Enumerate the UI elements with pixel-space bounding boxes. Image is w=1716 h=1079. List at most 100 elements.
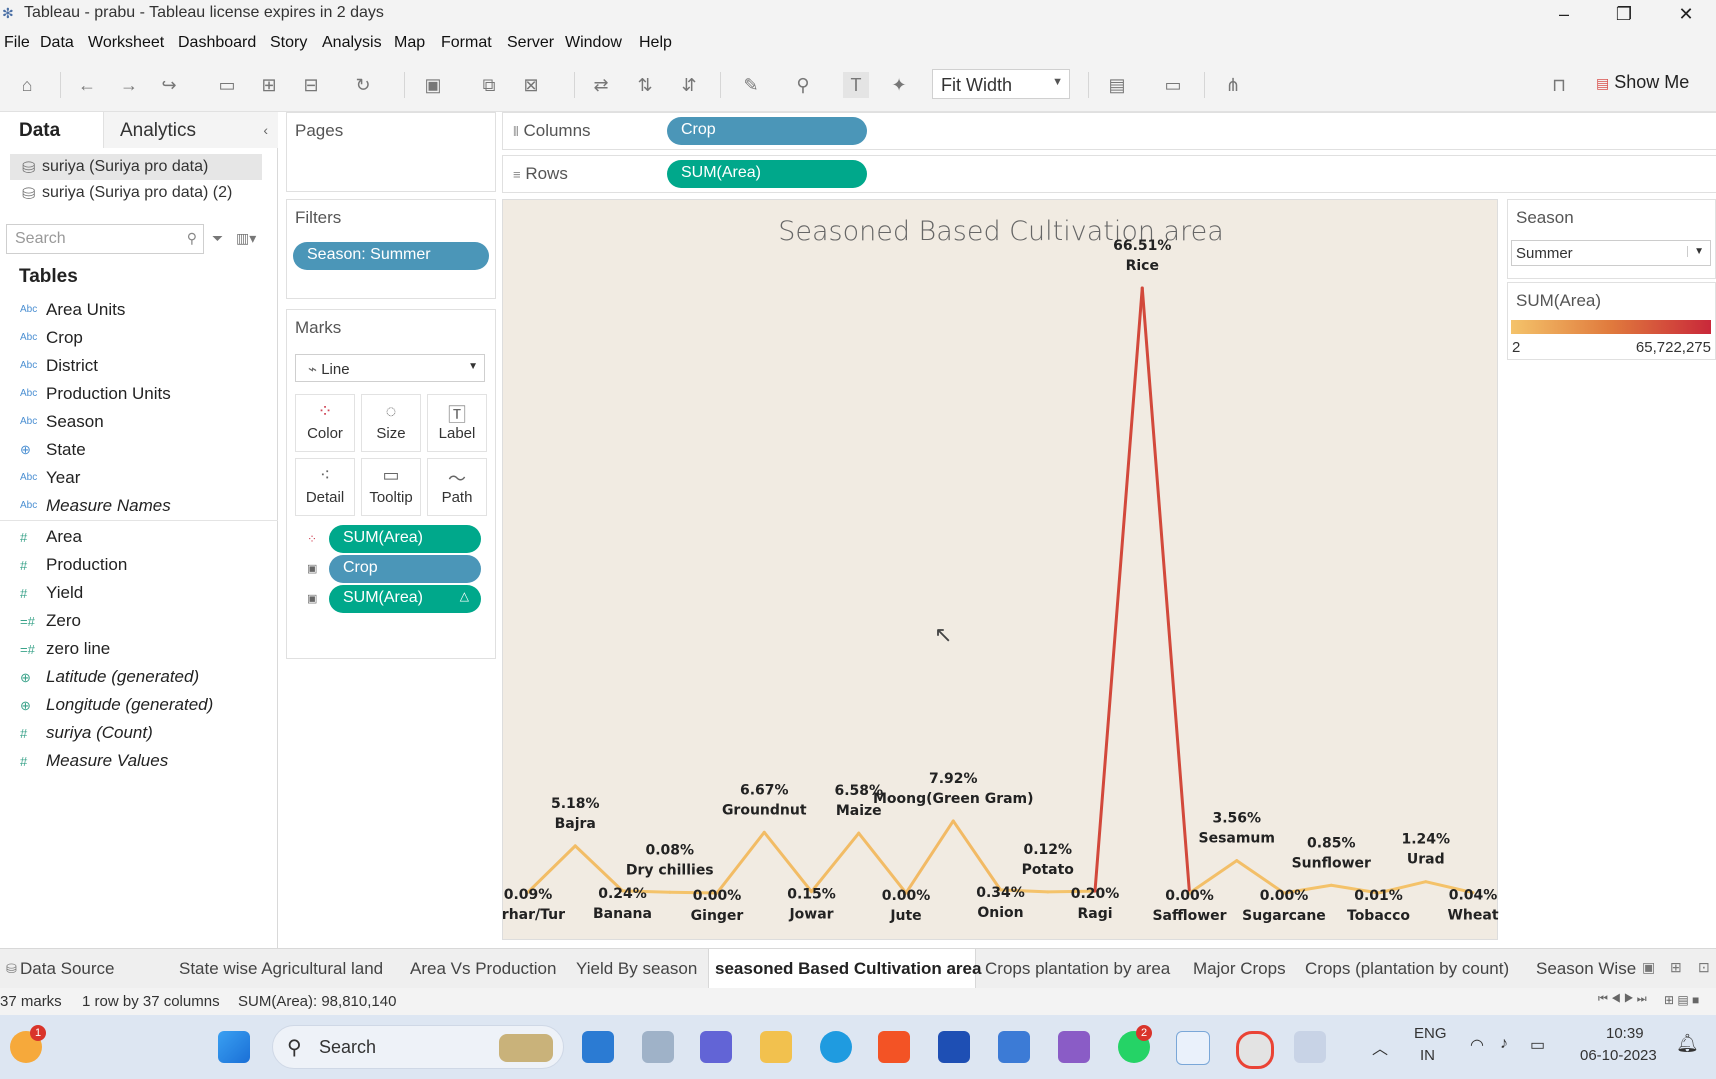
series-line-segment[interactable]: [810, 831, 861, 894]
field-zero-line[interactable]: zero line: [46, 639, 111, 658]
chevron-up-icon[interactable]: ︿: [1372, 1041, 1389, 1058]
new-dashboard-icon[interactable]: ⊞: [1670, 959, 1682, 975]
pages-card[interactable]: Pages: [286, 112, 496, 192]
home-icon[interactable]: ⌂: [21, 75, 33, 95]
refresh-icon[interactable]: ↻: [355, 75, 371, 95]
redo-icon[interactable]: →: [120, 75, 138, 95]
teams-icon[interactable]: [700, 1031, 732, 1063]
search-input[interactable]: Search ⚲: [6, 224, 204, 254]
wifi-icon[interactable]: ◠: [1470, 1037, 1484, 1054]
mark-pill-label-sum-area[interactable]: SUM(Area) △: [329, 585, 481, 613]
series-line-segment[interactable]: [1377, 880, 1428, 895]
save-icon[interactable]: ▭: [218, 75, 236, 95]
chrome-icon[interactable]: [1236, 1031, 1274, 1069]
menu-help[interactable]: Help: [639, 34, 672, 51]
field-crop[interactable]: Crop: [46, 328, 83, 347]
lang-in[interactable]: IN: [1420, 1047, 1435, 1064]
chart-pane[interactable]: Seasoned Based Cultivation area 0.09%Arh…: [502, 199, 1499, 940]
series-line-segment[interactable]: [1235, 859, 1286, 895]
field-latitude[interactable]: Latitude (generated): [46, 667, 200, 686]
season-dropdown[interactable]: Summer ▼: [1511, 240, 1711, 266]
snipping-tool-icon[interactable]: [1294, 1031, 1326, 1063]
clock-time[interactable]: 10:39: [1606, 1025, 1644, 1042]
field-production-units[interactable]: Production Units: [46, 384, 171, 403]
windows-start-icon[interactable]: [218, 1031, 250, 1063]
store-icon[interactable]: [878, 1031, 910, 1063]
tooltip-button[interactable]: ▭Tooltip: [361, 458, 421, 516]
tab-data[interactable]: Data: [0, 112, 103, 148]
group-icon[interactable]: ⚲: [796, 75, 810, 95]
new-story-icon[interactable]: ⊡: [1698, 959, 1710, 975]
menu-dashboard[interactable]: Dashboard: [178, 34, 257, 51]
tab-season-wise[interactable]: Season Wise: [1536, 959, 1637, 978]
field-district[interactable]: District: [46, 356, 98, 375]
series-line-segment[interactable]: [951, 819, 1002, 892]
color-button[interactable]: ⁘Color: [295, 394, 355, 452]
mark-type-dropdown[interactable]: ⌁ Line ▼: [295, 354, 485, 382]
series-line-segment[interactable]: [999, 888, 1050, 894]
columns-shelf[interactable]: ⦀ Columns Crop: [502, 112, 1716, 150]
swap-icon[interactable]: ⇄: [593, 75, 609, 95]
series-line-segment[interactable]: [1046, 889, 1097, 894]
series-line-segment[interactable]: [1282, 883, 1333, 895]
field-production[interactable]: Production: [46, 555, 128, 574]
mark-pill-color-sum-area[interactable]: SUM(Area): [329, 525, 481, 553]
field-measure-names[interactable]: Measure Names: [46, 496, 171, 515]
show-labels-icon[interactable]: T: [843, 72, 869, 98]
filter-icon[interactable]: ⏷: [212, 230, 224, 246]
datasource-item[interactable]: ⛁ suriya (Suriya pro data) (2): [10, 180, 262, 206]
series-line-segment[interactable]: [668, 890, 719, 895]
series-line-segment[interactable]: [1140, 286, 1191, 895]
menu-format[interactable]: Format: [441, 34, 492, 51]
menu-data[interactable]: Data: [40, 34, 74, 51]
rows-shelf[interactable]: ≡ Rows SUM(Area): [502, 155, 1716, 193]
clipchamp-icon[interactable]: [1058, 1031, 1090, 1063]
copilot-icon[interactable]: [582, 1031, 614, 1063]
sort-descending-icon[interactable]: ⇵: [681, 75, 697, 95]
tab-seasoned-based[interactable]: seasoned Based Cultivation area: [715, 959, 982, 978]
tab-crops-plantation-area[interactable]: Crops plantation by area: [985, 959, 1171, 978]
task-view-icon[interactable]: [642, 1031, 674, 1063]
app-icon[interactable]: [938, 1031, 970, 1063]
field-zero[interactable]: Zero: [46, 611, 81, 630]
duplicate-icon[interactable]: ⧉: [482, 75, 496, 95]
show-me-button[interactable]: ▤ Show Me: [1596, 72, 1689, 93]
active-tab[interactable]: [708, 949, 976, 989]
replay-icon[interactable]: ↪: [161, 75, 177, 95]
series-line-segment[interactable]: [1329, 883, 1380, 895]
tab-data-source[interactable]: Data Source: [20, 959, 115, 978]
filters-card[interactable]: Filters Season: Summer: [286, 199, 496, 299]
tab-crops-plantation-count[interactable]: Crops (plantation by count): [1305, 959, 1510, 978]
menu-analysis[interactable]: Analysis: [322, 34, 382, 51]
tableau-taskbar-icon[interactable]: [1176, 1031, 1210, 1065]
show-cards-icon[interactable]: ▤: [1108, 75, 1126, 95]
new-worksheet-icon[interactable]: ▣: [1642, 959, 1656, 975]
menu-map[interactable]: Map: [394, 34, 426, 51]
series-line-segment[interactable]: [762, 830, 813, 894]
view-options-icon[interactable]: ▥▾: [236, 230, 257, 246]
filter-pill-season[interactable]: Season: Summer: [293, 242, 489, 270]
series-line-segment[interactable]: [904, 819, 955, 895]
taskbar-search[interactable]: ⚲ Search: [272, 1025, 564, 1069]
file-explorer-icon[interactable]: [760, 1031, 792, 1063]
view-mode-icon[interactable]: ⊞ ▤ ■: [1664, 993, 1700, 1007]
field-state[interactable]: State: [46, 440, 86, 459]
sort-ascending-icon[interactable]: ⇅: [637, 75, 653, 95]
field-measure-values[interactable]: Measure Values: [46, 751, 169, 770]
tab-state-wise[interactable]: State wise Agricultural land: [179, 959, 384, 978]
field-yield[interactable]: Yield: [46, 583, 84, 602]
field-longitude[interactable]: Longitude (generated): [46, 695, 214, 714]
field-season[interactable]: Season: [46, 412, 104, 431]
edge-icon[interactable]: [820, 1031, 852, 1063]
path-button[interactable]: 〜Path: [427, 458, 487, 516]
menu-file[interactable]: File: [4, 34, 30, 51]
mark-pill-label-crop[interactable]: Crop: [329, 555, 481, 583]
close-icon[interactable]: ✕: [1678, 4, 1694, 24]
field-year[interactable]: Year: [46, 468, 81, 487]
notepad-icon[interactable]: [998, 1031, 1030, 1063]
series-line-segment[interactable]: [715, 830, 766, 895]
format-painter-icon[interactable]: ⊓: [1551, 75, 1567, 95]
columns-pill-crop[interactable]: Crop: [667, 117, 867, 145]
menu-story[interactable]: Story: [270, 34, 308, 51]
field-area-units[interactable]: Area Units: [46, 300, 126, 319]
